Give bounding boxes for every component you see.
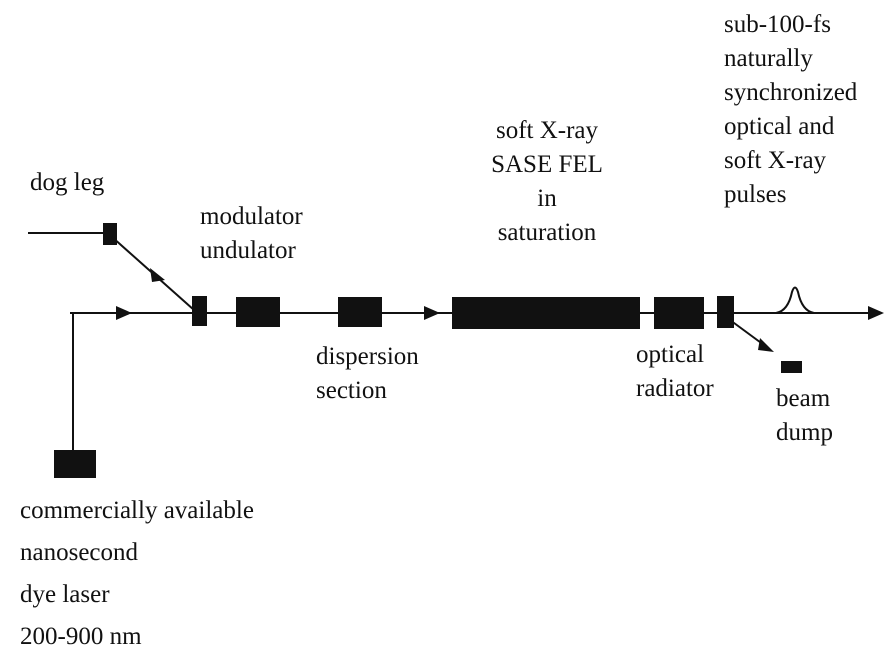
- optical-radiator-label: optical radiator: [636, 341, 714, 402]
- sase-fel-label: soft X-ray SASE FEL in saturation: [491, 117, 603, 246]
- sase-fel-block: [452, 297, 640, 329]
- dye-laser-label: commercially available nanosecond dye la…: [20, 497, 254, 650]
- beam-arrow-icon: [424, 306, 440, 320]
- dogleg-exit-magnet: [192, 296, 207, 326]
- beam-dump-label: beam dump: [776, 385, 833, 446]
- modulator-undulator-label: modulator undulator: [200, 203, 303, 264]
- beam-arrow-icon: [868, 306, 884, 320]
- dog-leg-label: dog leg: [30, 169, 105, 196]
- dog-leg-arrow-icon: [150, 268, 165, 282]
- beam-dump-magnet: [717, 296, 734, 328]
- dispersion-section-label: dispersion section: [316, 343, 419, 404]
- dog-leg-magnet: [103, 223, 117, 245]
- optical-radiator-block: [654, 297, 704, 329]
- output-pulse-icon: [775, 286, 815, 314]
- output-pulses-label: sub-100-fs naturally synchronized optica…: [724, 11, 858, 208]
- beam-dump-block: [781, 361, 802, 373]
- beam-dump-arrow-icon: [758, 338, 774, 352]
- dye-laser-block: [54, 450, 96, 478]
- beam-arrow-icon: [116, 306, 132, 320]
- modulator-undulator-block: [236, 297, 280, 327]
- dispersion-section-block: [338, 297, 382, 327]
